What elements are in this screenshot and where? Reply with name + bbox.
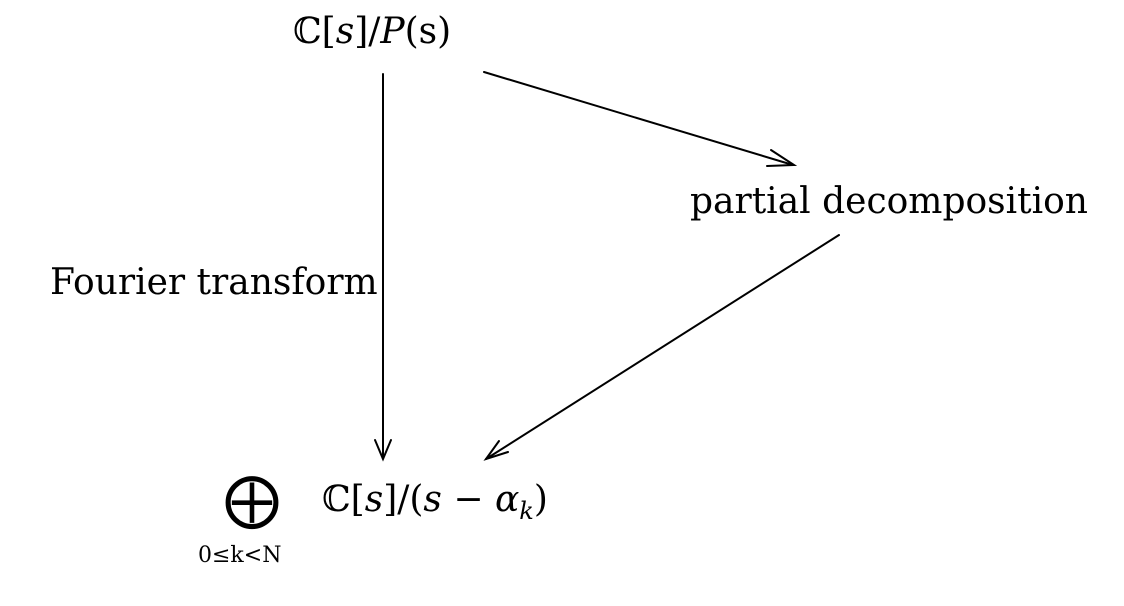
node-partial-decomposition: partial decomposition	[690, 181, 1088, 222]
alpha-symbol: α	[494, 479, 520, 520]
bracket-close-slash-paren: ]/(	[383, 479, 424, 520]
variable-s: s	[335, 11, 355, 52]
paren-close: )	[533, 479, 548, 520]
node-bottom-quotient: ℂ[s]/(s − αk)	[322, 479, 548, 526]
arrow-fourier-transform	[374, 73, 392, 462]
variable-s: s	[364, 479, 384, 520]
bracket-open: [	[321, 11, 336, 52]
complex-field-symbol: ℂ	[293, 11, 322, 52]
complex-field-symbol: ℂ	[322, 479, 351, 520]
direct-sum-symbol: ⨁	[224, 467, 280, 532]
variable-s: s	[423, 479, 442, 520]
polynomial-P: P	[380, 11, 405, 52]
edge-label-fourier-transform: Fourier transform	[50, 262, 378, 303]
bracket-close-slash: ]/	[354, 11, 381, 52]
node-top-quotient: ℂ[s]/P(s)	[293, 14, 451, 50]
direct-sum-index: 0≤k<N	[198, 543, 282, 568]
arrow-top-to-partial	[483, 71, 798, 167]
minus-sign: −	[441, 479, 495, 520]
bracket-open: [	[350, 479, 365, 520]
arrow-partial-to-bottom	[483, 234, 840, 461]
polynomial-argument: (s)	[404, 11, 452, 52]
alpha-subscript-k: k	[519, 497, 534, 526]
